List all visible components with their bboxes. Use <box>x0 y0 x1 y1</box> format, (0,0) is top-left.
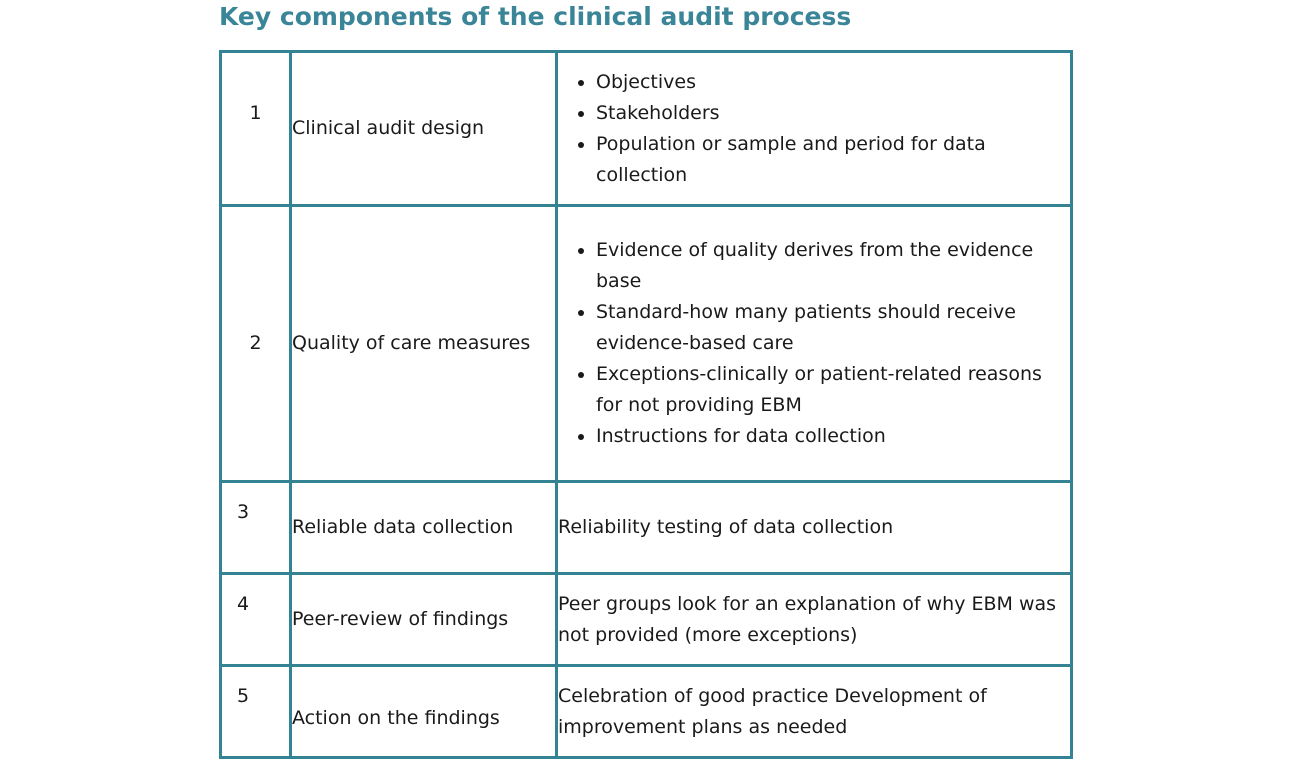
audit-components-table: 1 Clinical audit design Objectives Stake… <box>219 50 1073 759</box>
list-item: Population or sample and period for data… <box>596 129 1070 191</box>
table-row: 4 Peer-review of findings Peer groups lo… <box>219 572 1073 667</box>
component-cell: Reliable data collection <box>289 480 558 575</box>
table-row: 2 Quality of care measures Evidence of q… <box>219 204 1073 483</box>
description-text: Celebration of good practice Development… <box>558 684 987 738</box>
list-item: Stakeholders <box>596 98 1070 129</box>
row-number-cell: 3 <box>219 480 292 575</box>
row-number: 1 <box>249 102 262 124</box>
row-number-cell: 5 <box>219 664 292 759</box>
table-row: 1 Clinical audit design Objectives Stake… <box>219 50 1073 207</box>
row-number: 4 <box>237 593 250 615</box>
elements-cell: Evidence of quality derives from the evi… <box>555 204 1073 483</box>
component-label: Peer-review of findings <box>292 608 509 630</box>
list-item: Instructions for data collection <box>596 421 1070 452</box>
row-number: 5 <box>237 685 250 707</box>
list-item: Exceptions-clinically or patient-related… <box>596 359 1070 421</box>
component-cell: Action on the findings <box>289 664 558 759</box>
row-number-cell: 4 <box>219 572 292 667</box>
description-text: Peer groups look for an explanation of w… <box>558 592 1057 646</box>
description-cell: Peer groups look for an explanation of w… <box>555 572 1073 667</box>
table-row: 3 Reliable data collection Reliability t… <box>219 480 1073 575</box>
component-cell: Peer-review of findings <box>289 572 558 667</box>
row-number-cell: 1 <box>219 50 292 207</box>
component-cell: Quality of care measures <box>289 204 558 483</box>
component-label: Reliable data collection <box>292 516 514 538</box>
component-label: Action on the findings <box>292 707 500 729</box>
list-item: Standard-how many patients should receiv… <box>596 297 1070 359</box>
component-cell: Clinical audit design <box>289 50 558 207</box>
description-text: Reliability testing of data collection <box>558 516 894 538</box>
list-item: Objectives <box>596 67 1070 98</box>
list-item: Evidence of quality derives from the evi… <box>596 235 1070 297</box>
description-cell: Celebration of good practice Development… <box>555 664 1073 759</box>
description-cell: Reliability testing of data collection <box>555 480 1073 575</box>
component-label: Clinical audit design <box>292 117 485 139</box>
row-number: 2 <box>249 332 262 354</box>
row-number: 3 <box>237 501 250 523</box>
page-title: Key components of the clinical audit pro… <box>219 2 852 31</box>
component-label: Quality of care measures <box>292 332 531 354</box>
elements-list: Evidence of quality derives from the evi… <box>558 235 1070 452</box>
elements-list: Objectives Stakeholders Population or sa… <box>558 67 1070 191</box>
table-row: 5 Action on the findings Celebration of … <box>219 664 1073 759</box>
elements-cell: Objectives Stakeholders Population or sa… <box>555 50 1073 207</box>
row-number-cell: 2 <box>219 204 292 483</box>
